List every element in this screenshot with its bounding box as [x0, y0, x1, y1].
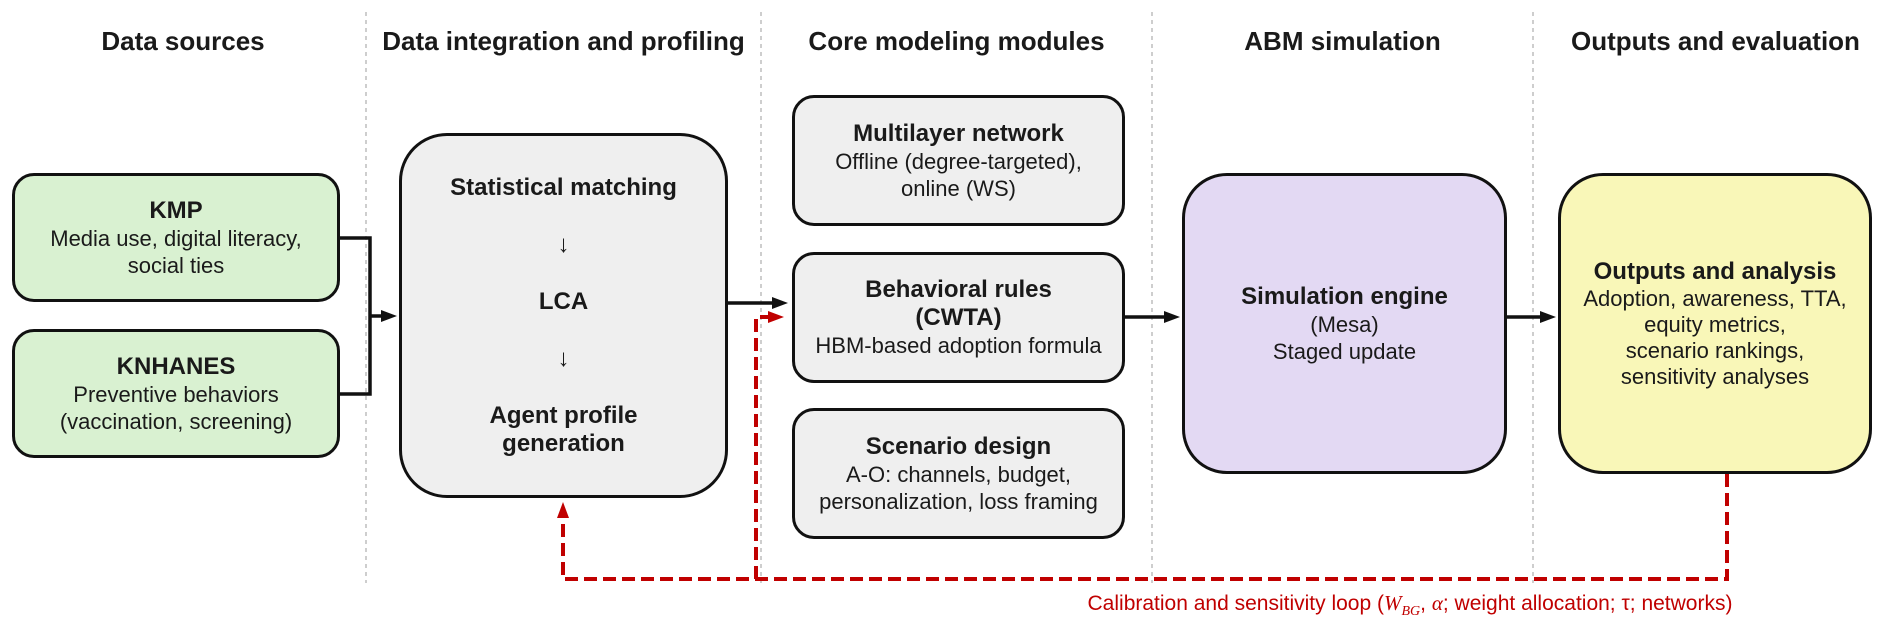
column-header-core-modules: Core modeling modules: [808, 26, 1105, 56]
multilayer-title: Multilayer network: [853, 119, 1064, 147]
calibration-loop-to-integration: [557, 474, 1729, 581]
behavioral-rules-box: Behavioral rules (CWTA) HBM-based adopti…: [792, 252, 1125, 383]
down-arrow-icon: ↓: [557, 344, 570, 372]
column-header-abm-simulation: ABM simulation: [1244, 26, 1441, 56]
knhanes-line-1: Preventive behaviors: [73, 381, 279, 407]
column-header-data-sources: Data sources: [101, 26, 265, 56]
scenario-line-1: A-O: channels, budget,: [845, 461, 1072, 487]
agent-profile-line-2: generation: [502, 429, 625, 457]
kmp-title: KMP: [149, 196, 203, 224]
kmp-box: KMP Media use, digital literacy, social …: [12, 173, 340, 302]
simulation-line-2: Staged update: [1272, 338, 1417, 364]
kmp-line-2: social ties: [127, 252, 225, 278]
knhanes-title: KNHANES: [116, 352, 236, 380]
agent-profile-line-1: Agent profile: [489, 401, 638, 429]
scenario-title: Scenario design: [865, 432, 1052, 460]
simulation-title: Simulation engine: [1241, 282, 1448, 310]
caption-prefix: Calibration and sensitivity loop (: [1087, 592, 1384, 615]
down-arrow-icon: ↓: [557, 230, 570, 258]
behavioral-title-line-1: Behavioral rules: [865, 276, 1052, 303]
multilayer-line-1: Offline (degree-targeted),: [835, 148, 1082, 174]
outputs-line-1: Adoption, awareness, TTA,: [1583, 285, 1847, 311]
column-header-integration: Data integration and profiling: [382, 26, 745, 56]
kmp-line-1: Media use, digital literacy,: [50, 225, 302, 251]
scenario-line-2: personalization, loss framing: [819, 488, 1098, 514]
integration-box: Statistical matching ↓ LCA ↓ Agent profi…: [399, 133, 728, 498]
outputs-analysis-box: Outputs and analysis Adoption, awareness…: [1558, 173, 1872, 474]
lca-step: LCA: [538, 287, 589, 315]
caption-var-w: W: [1384, 591, 1402, 615]
multilayer-line-2: online (WS): [901, 175, 1016, 201]
behavioral-line-1: HBM-based adoption formula: [815, 333, 1102, 358]
scenario-design-box: Scenario design A-O: channels, budget, p…: [792, 408, 1125, 539]
simulation-line-1: (Mesa): [1310, 311, 1379, 337]
outputs-title: Outputs and analysis: [1593, 257, 1837, 285]
caption-var-w-subscript: BG: [1401, 604, 1421, 620]
outputs-line-4: sensitivity analyses: [1620, 363, 1810, 389]
caption-suffix: ; weight allocation; τ; networks): [1442, 592, 1733, 615]
caption-var-alpha: α: [1431, 591, 1443, 615]
knhanes-line-2: (vaccination, screening): [59, 408, 293, 434]
outputs-line-3: scenario rankings,: [1625, 337, 1805, 363]
agent-profile-step: Agent profile generation: [490, 402, 638, 458]
column-header-outputs: Outputs and evaluation: [1571, 26, 1860, 56]
behavioral-title-line-2: (CWTA): [915, 304, 1002, 331]
caption-separator: ,: [1420, 592, 1432, 615]
knhanes-box: KNHANES Preventive behaviors (vaccinatio…: [12, 329, 340, 458]
outputs-line-2: equity metrics,: [1644, 311, 1786, 337]
simulation-engine-box: Simulation engine (Mesa) Staged update: [1182, 173, 1507, 474]
calibration-caption: Calibration and sensitivity loop (WBG, α…: [1060, 589, 1760, 620]
statistical-matching-step: Statistical matching: [450, 173, 677, 201]
calibration-loop-to-behavioral: [754, 311, 784, 579]
multilayer-network-box: Multilayer network Offline (degree-targe…: [792, 95, 1125, 226]
